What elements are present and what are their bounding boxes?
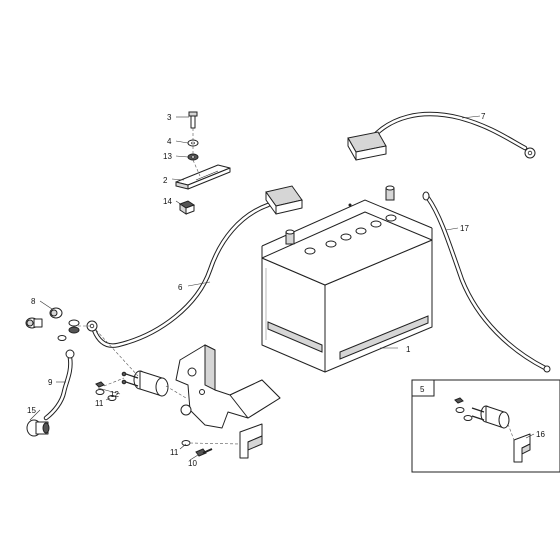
callout-2: 2 <box>163 176 168 185</box>
washers-left <box>57 319 80 341</box>
callout-6: 6 <box>178 283 183 292</box>
assembly-lines <box>78 128 241 445</box>
callout-7: 7 <box>481 112 486 121</box>
detail-label-5: 5 <box>420 385 425 394</box>
callout-13: 13 <box>163 152 172 161</box>
bolt-3 <box>188 111 198 129</box>
callout-15: 15 <box>27 406 36 415</box>
callout-3: 3 <box>167 113 172 122</box>
callout-8: 8 <box>31 297 36 306</box>
battery-terminal-negative <box>285 229 295 245</box>
cable-7 <box>347 111 536 161</box>
washer-13 <box>187 153 199 161</box>
callout-11-lower: 11 <box>170 448 179 457</box>
callout-1: 1 <box>406 345 411 354</box>
leader-lines <box>29 115 481 461</box>
washer-4 <box>187 139 199 147</box>
callout-12: 12 <box>110 390 119 399</box>
terminal-lug <box>239 423 263 459</box>
detail-lug-16 <box>513 433 531 463</box>
callout-16: 16 <box>536 430 545 439</box>
callout-14: 14 <box>163 197 172 206</box>
bolt-10 <box>195 448 213 457</box>
cable-6 <box>86 185 303 348</box>
callout-17: 17 <box>460 224 469 233</box>
mounting-bracket <box>175 344 281 429</box>
callout-9: 9 <box>48 378 53 387</box>
cap-8 <box>25 307 63 329</box>
callout-11-upper: 11 <box>95 399 104 408</box>
detail-nuts <box>454 397 473 421</box>
callout-10: 10 <box>188 459 197 468</box>
battery-cell-caps <box>304 214 397 255</box>
nuts-12-11 <box>95 381 117 401</box>
terminal-15 <box>26 419 50 437</box>
battery <box>261 185 433 373</box>
detail-box-5 <box>411 379 560 473</box>
cable-9 <box>43 349 75 421</box>
cable-17 <box>422 191 551 373</box>
terminal-post <box>121 370 169 397</box>
clamp-plate-2 <box>175 164 231 190</box>
washer-11-bottom <box>181 440 191 446</box>
callout-4: 4 <box>167 137 172 146</box>
detail-terminal-post <box>471 405 510 429</box>
clip-14 <box>178 200 196 215</box>
callout-labels: 3 4 13 2 14 6 7 17 1 8 9 15 12 11 11 10 … <box>27 112 545 468</box>
battery-terminal-positive <box>385 185 395 201</box>
